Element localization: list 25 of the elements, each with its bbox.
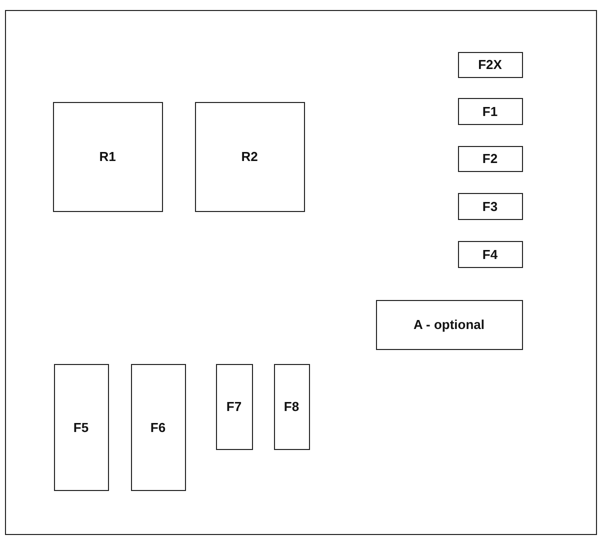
slot-label: A - optional bbox=[413, 317, 484, 332]
slot-label: F3 bbox=[482, 198, 498, 214]
fuse-slot bbox=[216, 364, 252, 450]
optional-slot bbox=[376, 300, 522, 350]
fuse-slot bbox=[274, 364, 310, 450]
slot-label: F2 bbox=[482, 151, 498, 166]
slot-label: F1 bbox=[482, 104, 498, 118]
relay-slot bbox=[194, 102, 304, 212]
fuse-slot bbox=[458, 146, 522, 172]
fuse-box-outline bbox=[5, 10, 597, 535]
fuse-slot bbox=[130, 364, 186, 490]
slot-label: F8 bbox=[284, 399, 300, 414]
fuse-slot bbox=[458, 240, 522, 268]
slot-label: R2 bbox=[241, 149, 258, 164]
slot-label: R1 bbox=[99, 149, 116, 164]
slot-label: F2X bbox=[478, 57, 502, 72]
fuse-slot bbox=[54, 364, 108, 490]
slot-label: F5 bbox=[73, 420, 89, 434]
fuse-slot bbox=[458, 98, 522, 124]
slot-label: F4 bbox=[482, 246, 498, 262]
slot-label: F6 bbox=[150, 420, 166, 434]
slot-label: F7 bbox=[226, 399, 242, 414]
fuse-slot bbox=[458, 52, 522, 78]
relay-slot bbox=[52, 102, 162, 212]
fuse-slot bbox=[458, 192, 522, 220]
